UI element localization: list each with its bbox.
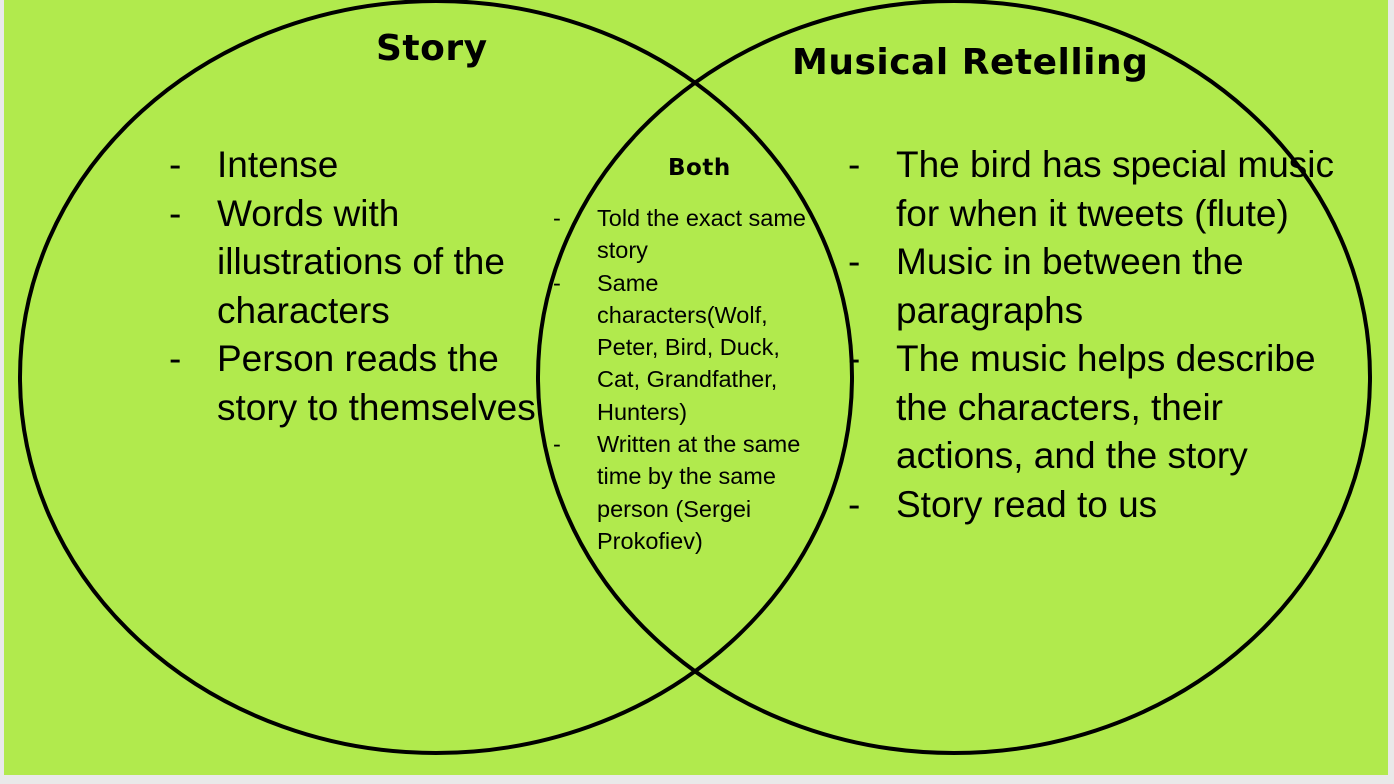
list-item: -The music helps describe the characters… [848, 335, 1346, 481]
bullet-dash: - [169, 338, 182, 379]
story-item-text: Person reads the story to themselves [217, 338, 536, 428]
list-item: -Music in between the paragraphs [848, 238, 1346, 335]
bullet-dash: - [553, 269, 561, 296]
both-overlap-title: Both [668, 155, 731, 181]
venn-diagram-slide: Story Musical Retelling Both -Intense -W… [4, 0, 1388, 775]
bullet-dash: - [169, 192, 182, 234]
list-item: -Intense [169, 141, 547, 190]
both-item-text: Same characters(Wolf, Peter, Bird, Duck,… [597, 269, 780, 425]
bullet-dash: - [848, 241, 861, 282]
musical-retelling-set-title: Musical Retelling [792, 42, 1149, 83]
musical-item-text: The music helps describe the characters,… [896, 338, 1316, 476]
list-item: -The bird has special music for when it … [848, 141, 1346, 238]
list-item: -Words with illustrations of the charact… [169, 190, 547, 336]
story-item-text: Intense [217, 144, 339, 185]
list-item: - Written at the same time by the same pe… [553, 428, 812, 557]
both-item-text: Told the exact same story [597, 205, 806, 264]
list-item: - Told the exact same story [553, 202, 812, 267]
list-item: -Person reads the story to themselves [169, 335, 547, 432]
bullet-dash: - [553, 205, 561, 231]
story-items-list: -Intense -Words with illustrations of th… [169, 141, 547, 432]
both-items-list: - Told the exact same story - Same charact… [553, 202, 812, 557]
bullet-dash: - [848, 338, 861, 379]
musical-item-text: The bird has special music for when it t… [896, 144, 1335, 234]
musical-item-text: Music in between the paragraphs [896, 241, 1244, 331]
story-set-title: Story [376, 28, 488, 69]
story-item-text: Words with illustrations of the characte… [217, 192, 505, 331]
bullet-dash: - [553, 431, 561, 458]
bullet-dash: - [169, 144, 182, 185]
musical-retelling-items-list: -The bird has special music for when it … [848, 141, 1346, 530]
story-circle [18, 0, 854, 755]
musical-item-text: Story read to us [896, 483, 1158, 525]
bullet-dash: - [848, 483, 861, 525]
venn-circles [18, 0, 1372, 755]
both-item-text: Written at the same time by the same per… [597, 431, 801, 554]
list-item: - Same characters(Wolf, Peter, Bird, Duck… [553, 267, 812, 428]
bullet-dash: - [848, 144, 861, 185]
list-item: -Story read to us [848, 481, 1346, 530]
musical-retelling-circle [536, 0, 1372, 755]
